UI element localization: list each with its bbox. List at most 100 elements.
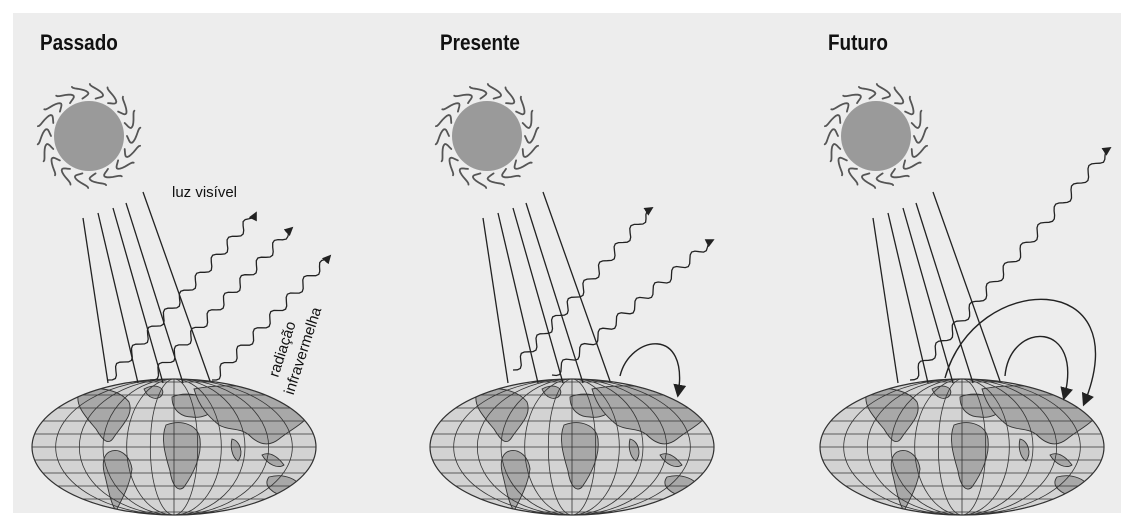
trapped-infrared-arc-present [619, 343, 687, 398]
infrared-wave-past-3 [212, 254, 332, 381]
sun-flame [847, 167, 859, 186]
sun-flame [123, 144, 142, 158]
sun-icon-future [823, 83, 929, 189]
globe-past [31, 378, 317, 516]
globe-grid [430, 379, 714, 515]
infrared-wave-present-1 [512, 207, 654, 371]
sun-flame [434, 128, 450, 146]
sun-flame [123, 109, 136, 129]
sunlight-ray [932, 191, 1001, 382]
sun-flame [842, 93, 862, 104]
globe-outline [31, 378, 317, 516]
sun-flame [458, 167, 470, 186]
globe-meridian [126, 379, 222, 515]
sun-flame [524, 126, 540, 144]
sun-flame [440, 143, 453, 163]
sun-flame [910, 144, 928, 158]
sun-flame [43, 102, 63, 113]
panel-title-future: Futuro [828, 30, 888, 55]
sunlight-ray [497, 212, 539, 384]
sun-icon-past [36, 83, 142, 189]
sun-disk [841, 101, 911, 171]
sun-flame [126, 126, 142, 144]
globe-meridian [843, 379, 1081, 515]
sunlight-ray [97, 212, 139, 384]
trapped-infrared-arc-future-outer [944, 298, 1097, 407]
sun-flame [486, 83, 502, 100]
globe-meridian [55, 379, 293, 515]
sun-flame [448, 156, 459, 177]
globe-outline [819, 378, 1105, 516]
sun-flame [71, 86, 90, 100]
visible-light-rays-past [82, 191, 211, 384]
sun-flame [74, 172, 90, 189]
globe-meridian [476, 379, 668, 515]
sun-flame [904, 95, 915, 116]
panel-title-past: Passado [40, 30, 118, 55]
sun-flame [468, 86, 488, 100]
globe-meridian [890, 379, 1034, 515]
sun-disk [452, 101, 522, 171]
sun-flame [902, 159, 922, 170]
sunlight-ray [902, 207, 954, 384]
trapped-infrared-arc-future-inner [1004, 335, 1073, 401]
sunlight-ray [887, 212, 929, 384]
sun-flame [861, 172, 877, 189]
sunlight-ray [125, 202, 184, 384]
sunlight-ray [872, 217, 899, 384]
sun-flame [37, 114, 55, 128]
visible-light-rays-present [482, 191, 611, 384]
globe-meridian [149, 379, 199, 515]
sun-flame [88, 83, 104, 100]
infrared-wave-present-2 [551, 239, 715, 377]
globe-grid [820, 379, 1104, 515]
sunlight-ray [142, 191, 211, 382]
sunlight-ray [525, 202, 584, 384]
sun-flame [830, 102, 850, 113]
sun-flame [824, 114, 842, 128]
sun-flame [875, 172, 894, 187]
sun-flame [106, 86, 118, 105]
globe-meridian [937, 379, 987, 515]
visible-light-rays-future [872, 191, 1001, 384]
sun-flame [103, 167, 123, 179]
sun-flame [60, 167, 72, 186]
sun-flame [829, 143, 842, 163]
globe-future [819, 378, 1105, 516]
sunlight-ray [512, 207, 564, 384]
sun-flame [453, 93, 473, 104]
globe-continent [628, 438, 640, 462]
sun-flame [521, 109, 534, 129]
sun-flame [893, 86, 905, 105]
sun-flame [434, 114, 453, 128]
sun-flame [513, 159, 533, 170]
sun-flame [42, 143, 55, 163]
globe-continent [561, 422, 599, 490]
globe-continent [951, 422, 989, 490]
globe-meridian [102, 379, 246, 515]
sun-flame [501, 167, 521, 179]
globe-meridian [524, 379, 620, 515]
sun-flame [837, 156, 848, 177]
sun-flame [913, 126, 929, 144]
infrared-wave-past-1 [107, 211, 257, 381]
globe-meridian [78, 379, 270, 515]
globe-meridian [453, 379, 691, 515]
sun-flame [858, 86, 877, 100]
panel-title-present: Presente [440, 30, 520, 55]
sun-flame [875, 83, 891, 100]
sun-flame [36, 128, 52, 146]
sun-flame [515, 95, 526, 116]
sun-flame [504, 86, 516, 105]
sun-flame [486, 172, 506, 187]
sun-flame [823, 128, 839, 146]
infrared-wave-past-2 [150, 226, 294, 381]
globe-meridian [500, 379, 644, 515]
globe-meridian [914, 379, 1010, 515]
globe-grid [32, 379, 316, 515]
sun-flame [910, 109, 923, 129]
globe-continent [1018, 438, 1030, 462]
sun-flame [441, 102, 461, 113]
